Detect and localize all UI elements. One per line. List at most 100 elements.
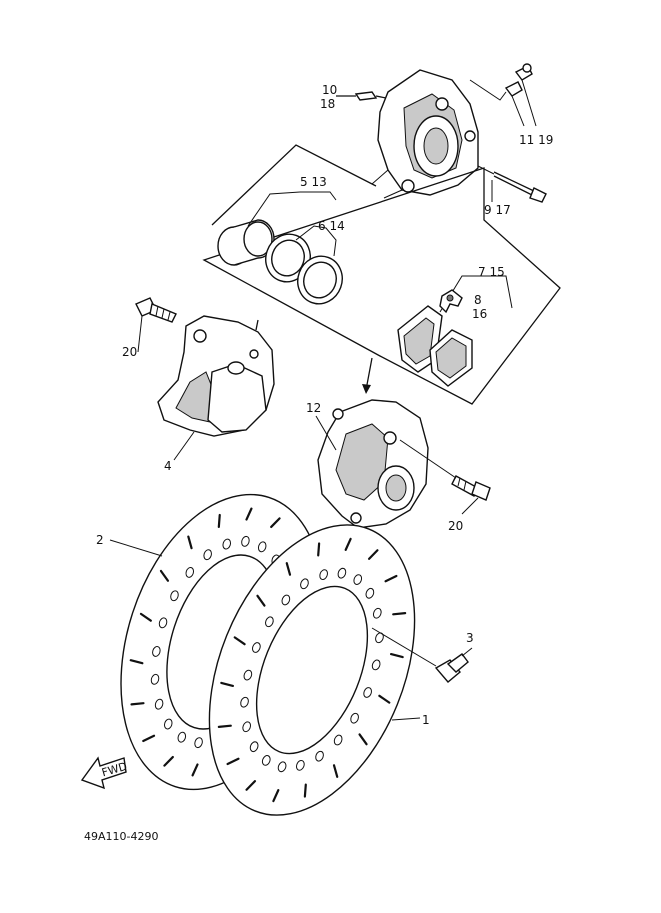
disc-slot — [217, 513, 221, 529]
label-10: 10 — [322, 83, 337, 97]
label-4: 4 — [164, 459, 172, 473]
disc-hole — [363, 687, 372, 698]
disc-slot — [217, 724, 232, 728]
bleed-screws-11-19 — [469, 63, 537, 127]
seals-6-14 — [265, 225, 343, 305]
disc-hole — [241, 535, 250, 547]
label-2: 2 — [96, 533, 104, 547]
assembly-arrow — [362, 357, 373, 394]
disc-slot — [245, 507, 253, 521]
piston-5-13 — [217, 191, 337, 266]
disc-hole — [154, 698, 164, 710]
disc-slot — [233, 636, 246, 646]
disc-slot — [272, 789, 280, 803]
disc-bolt-3 — [371, 627, 469, 683]
disc-hole — [194, 737, 203, 749]
disc-hole — [150, 673, 160, 685]
disc-hole — [372, 607, 382, 619]
disc-hole — [315, 750, 324, 762]
disc-hole — [365, 587, 375, 599]
disc-slot — [303, 783, 307, 798]
disc-slot — [344, 537, 352, 551]
disc-slot — [191, 763, 199, 777]
disc-slot — [378, 694, 391, 704]
disc-hole — [249, 741, 259, 753]
disc-hole — [152, 646, 161, 657]
disc-slot — [226, 757, 240, 766]
disc-hole — [158, 617, 168, 629]
disc-slot — [220, 681, 235, 687]
disc-hole — [300, 578, 309, 590]
pad-spring-8-16 — [439, 289, 463, 314]
label-5-13: 5 13 — [300, 175, 327, 189]
disc-hole — [170, 590, 179, 602]
disc-slot — [285, 562, 292, 576]
forward-arrow-icon: FWD — [80, 756, 129, 790]
exploded-bracket-outline — [202, 144, 561, 405]
disc-slot — [129, 659, 144, 665]
diagram-code: 49A110-4290 — [84, 830, 158, 843]
callout-leaders — [109, 180, 493, 721]
disc-slot — [142, 734, 156, 743]
disc-hole — [277, 761, 287, 773]
label-7-15: 7 15 — [478, 265, 505, 279]
disc-hole — [185, 566, 195, 578]
disc-hole — [252, 642, 261, 653]
label-6-14: 6 14 — [318, 219, 345, 233]
disc-slot — [163, 755, 174, 767]
disc-slot — [130, 702, 145, 706]
brake-pads-7-15 — [397, 275, 513, 387]
bolt-20-right — [399, 439, 491, 501]
label-8: 8 — [474, 293, 482, 307]
disc-slot — [139, 612, 152, 622]
disc-slot — [332, 764, 339, 778]
disc-hole — [353, 574, 363, 585]
disc-slot — [367, 549, 379, 560]
disc-1-holes — [217, 537, 407, 803]
caliper-12 — [317, 399, 429, 529]
disc-hole — [296, 759, 305, 771]
pin-10-18 — [336, 91, 387, 101]
label-11-19: 11 19 — [519, 133, 553, 147]
label-1: 1 — [422, 713, 430, 727]
disc-hole — [222, 538, 231, 550]
disc-hole — [350, 712, 359, 724]
disc-hole — [333, 734, 343, 746]
label-12: 12 — [306, 401, 321, 415]
disc-hole — [265, 616, 274, 628]
disc-slot — [245, 780, 257, 791]
label-3: 3 — [466, 631, 474, 645]
disc-hole — [371, 659, 381, 671]
disc-hole — [281, 594, 291, 606]
disc-slot — [389, 653, 404, 659]
disc-hole — [164, 718, 173, 730]
label-18: 18 — [320, 97, 335, 111]
disc-slot — [270, 517, 281, 529]
brake-disc-1 — [208, 524, 416, 816]
disc-hole — [243, 669, 253, 681]
disc-hole — [240, 696, 249, 708]
disc-hole — [319, 569, 328, 581]
disc-slot — [358, 733, 368, 746]
disc-slot — [317, 542, 321, 557]
disc-hole — [261, 755, 271, 766]
disc-slot — [256, 594, 266, 607]
pin-9-17 — [477, 165, 547, 203]
label-20-right: 20 — [448, 519, 463, 533]
disc-slot — [392, 612, 407, 616]
caliper-assembly-4 — [157, 315, 275, 437]
label-16: 16 — [472, 307, 487, 321]
disc-slot — [159, 569, 170, 582]
disc-hole — [177, 731, 187, 743]
label-20-left: 20 — [122, 345, 137, 359]
upper-caliper-body — [371, 69, 479, 199]
disc-hole — [257, 541, 267, 553]
bolt-20-left — [135, 297, 177, 323]
disc-hole — [242, 721, 252, 733]
disc-hole — [203, 549, 212, 561]
label-9-17: 9 17 — [484, 203, 511, 217]
disc-slot — [187, 535, 193, 550]
disc-slot — [384, 574, 398, 583]
disc-hole — [337, 567, 347, 579]
